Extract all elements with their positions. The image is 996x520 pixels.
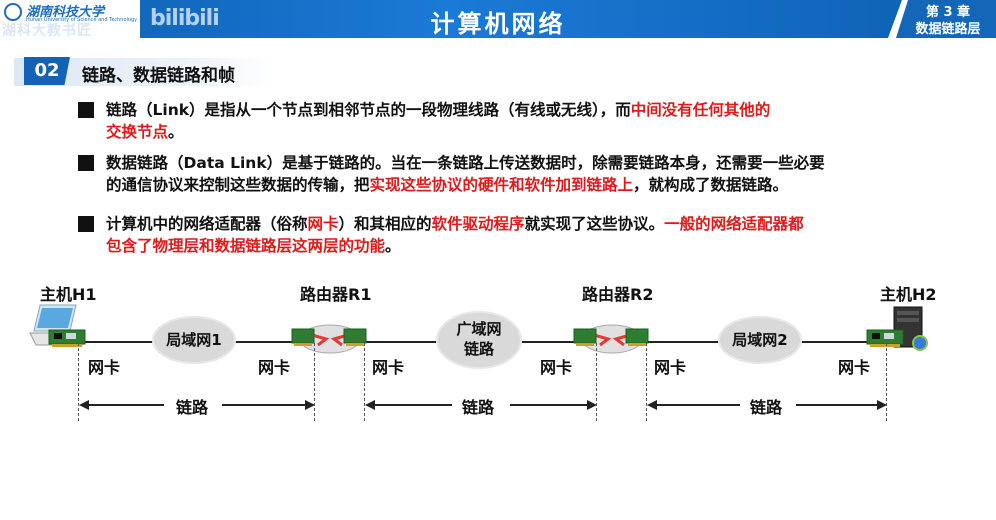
network-card-icon <box>866 329 904 347</box>
arrow-right-icon <box>587 400 597 410</box>
section-number: 02 <box>24 57 70 85</box>
lan1-cloud-icon <box>152 316 236 364</box>
bullet3-highlight-2: 包含了物理层和数据链路层这两层的功能 <box>106 237 386 255</box>
nic-label: 网卡 <box>654 358 687 377</box>
bullet2-highlight: 实现这些协议的硬件和软件加到链路上 <box>369 176 634 194</box>
bullet-data-link-definition: 数据链路（Data Link）是基于链路的。当在一条链路上传送数据时，除需要链路… <box>78 152 958 196</box>
bullet2-line2-post: ，就构成了数据链路。 <box>633 176 789 194</box>
link-arrow-line <box>84 404 164 406</box>
wan-label-line1: 广域网 <box>456 320 502 338</box>
bullet3-nic: 网卡 <box>307 215 339 233</box>
nic-label: 网卡 <box>372 358 405 377</box>
boundary-line <box>596 343 597 421</box>
bullet-square-icon <box>78 155 94 171</box>
bullet-network-adapter: 计算机中的网络适配器（俗称网卡）和其相应的软件驱动程序就实现了这些协议。一般的网… <box>78 213 958 257</box>
bullet2-line2-pre: 的通信协议来控制这些数据的传输，把 <box>106 176 370 194</box>
boundary-line <box>886 343 887 421</box>
wan-label-line2: 链路 <box>463 340 494 358</box>
lan2-label: 局域网2 <box>732 331 788 349</box>
bullet-link-definition: 链路（Link）是指从一个节点到相邻节点的一段物理线路（有线或无线），而中间没有… <box>78 99 958 143</box>
nic-label: 网卡 <box>540 358 573 377</box>
arrow-left-icon <box>79 400 89 410</box>
logo-chinese-name: 湖南科技大学 <box>26 5 105 20</box>
bullet1-end: 。 <box>168 123 184 141</box>
router1-icon <box>291 324 367 354</box>
router1-label: 路由器R1 <box>300 285 372 304</box>
university-logo: 湖南科技大学 Hunan University of Science and T… <box>0 0 140 39</box>
bullet3-mid: ）和其相应的 <box>338 215 432 233</box>
lan2-cloud-icon <box>718 316 802 364</box>
router2-icon <box>573 324 649 354</box>
link-arrow-line <box>652 404 740 406</box>
link-arrow-line <box>796 404 882 406</box>
bullet1-highlight-2: 交换节点 <box>106 123 169 141</box>
link-label: 链路 <box>176 398 209 417</box>
link-arrow-line <box>370 404 452 406</box>
university-emblem-icon <box>4 3 22 21</box>
host2-label: 主机H2 <box>880 285 937 304</box>
bullet3-end: 。 <box>385 237 401 255</box>
arrow-left-icon <box>647 400 657 410</box>
bullet3-highlight: 一般的网络适配器都 <box>664 215 804 233</box>
page-title: 计算机网络 <box>430 10 566 38</box>
channel-watermark: 湖科大教书匠 <box>2 23 92 39</box>
nic-label: 网卡 <box>88 358 121 377</box>
chapter-name: 数据链路层 <box>915 22 981 37</box>
link-arrow-line <box>510 404 592 406</box>
bullet1-text: 链路（Link）是指从一个节点到相邻节点的一段物理线路（有线或无线），而 <box>106 101 631 119</box>
header-band <box>0 0 996 38</box>
bullet2-line1: 数据链路（Data Link）是基于链路的。当在一条链路上传送数据时，除需要链路… <box>106 154 825 172</box>
nic-label: 网卡 <box>838 358 871 377</box>
bullet1-highlight: 中间没有任何其他的 <box>630 101 771 119</box>
bullet-square-icon <box>78 102 94 118</box>
router2-label: 路由器R2 <box>582 285 654 304</box>
wan-cloud-icon <box>436 311 522 369</box>
boundary-line <box>78 343 79 421</box>
network-diagram: 主机H1 路由器R1 路由器R2 主机H2 局域网1 广域网 链路 <box>0 275 996 435</box>
bilibili-watermark: bilibili <box>150 6 220 31</box>
link-arrow-line <box>222 404 310 406</box>
bullet3-pre: 计算机中的网络适配器（俗称 <box>106 215 308 233</box>
host1-label: 主机H1 <box>40 285 97 304</box>
wan-label: 广域网 链路 <box>436 319 522 359</box>
arrow-left-icon <box>365 400 375 410</box>
link-label: 链路 <box>462 398 495 417</box>
link-label: 链路 <box>750 398 783 417</box>
chapter-badge <box>896 0 996 38</box>
bullet3-mid2: 就实现了这些协议。 <box>524 215 665 233</box>
boundary-line <box>646 343 647 421</box>
chapter-number: 第 3 章 <box>925 5 971 20</box>
bullet-square-icon <box>78 216 94 232</box>
boundary-line <box>364 343 365 421</box>
logo-english-name: Hunan University of Science and Technolo… <box>26 17 138 23</box>
lan1-label: 局域网1 <box>166 331 222 349</box>
boundary-line <box>314 343 315 421</box>
bullet3-driver: 软件驱动程序 <box>431 215 525 233</box>
nic-label: 网卡 <box>258 358 291 377</box>
section-title: 链路、数据链路和帧 <box>82 66 235 86</box>
arrow-right-icon <box>305 400 315 410</box>
arrow-right-icon <box>877 400 887 410</box>
network-card-icon <box>48 329 86 347</box>
